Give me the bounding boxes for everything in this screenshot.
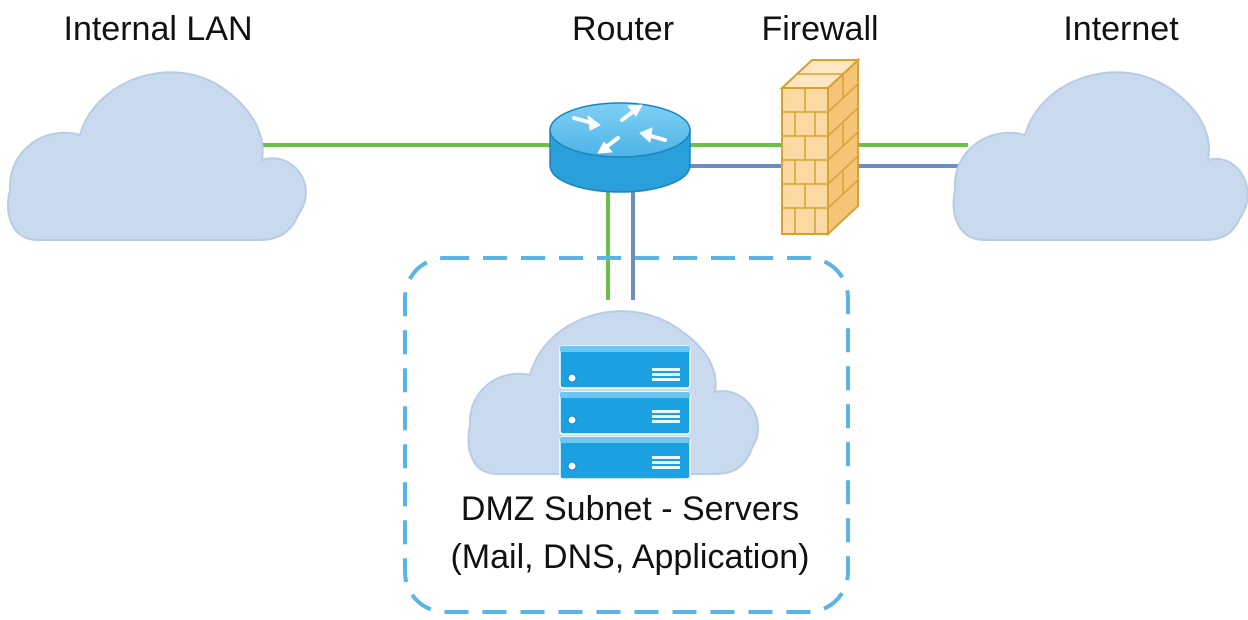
cloud-icon: [7, 71, 307, 241]
cloud-icon: [952, 71, 1248, 241]
router-icon: [549, 102, 691, 193]
router-label: Router: [572, 10, 674, 48]
internal-lan-cloud: [7, 71, 307, 241]
dmz-title: DMZ Subnet - Servers: [461, 490, 799, 528]
server-unit-1: [559, 345, 691, 389]
firewall-label: Firewall: [761, 10, 878, 48]
internet-cloud: [952, 71, 1248, 241]
firewall-brick-icon: [779, 57, 861, 237]
internet-label: Internet: [1063, 10, 1179, 48]
server-stack-icon: [559, 345, 691, 480]
server-unit-3: [559, 436, 691, 480]
connections: [262, 143, 968, 300]
dmz-subtitle: (Mail, DNS, Application): [450, 538, 809, 576]
server-unit-2: [559, 391, 691, 435]
internal-lan-label: Internal LAN: [64, 10, 253, 48]
